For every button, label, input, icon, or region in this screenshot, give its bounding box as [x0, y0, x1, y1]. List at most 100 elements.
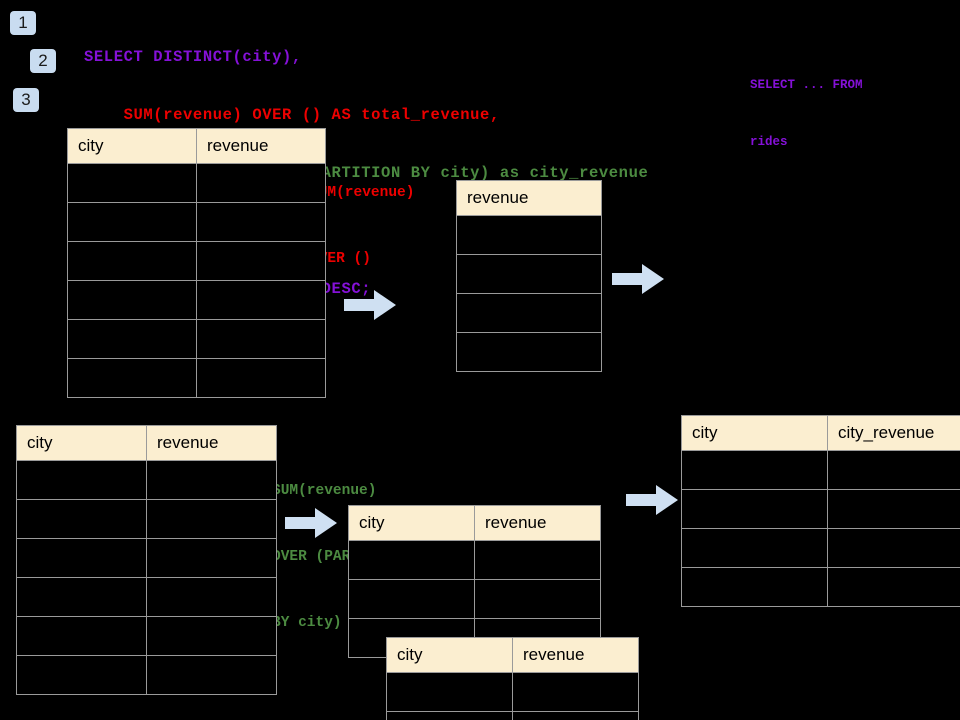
column-header-revenue: revenue	[196, 128, 326, 164]
table-header-row: city revenue	[16, 425, 277, 461]
table-row	[16, 460, 277, 500]
table-cell	[196, 319, 326, 359]
table-row	[456, 293, 602, 333]
column-header-city: city	[386, 637, 513, 673]
table-row	[16, 538, 277, 578]
annotation-partition: SUM(revenue) OVER (PARTITION BY city)	[272, 436, 403, 678]
table-cell	[456, 293, 602, 333]
side-note-select-from: SELECT ... FROM rides	[750, 38, 863, 190]
table-cell	[16, 577, 147, 617]
side-note-line-1: SELECT ... FROM	[750, 78, 863, 92]
table-row	[67, 241, 326, 281]
table-cell	[456, 254, 602, 294]
table-cell	[67, 280, 197, 320]
table-cell	[386, 711, 513, 720]
table-row	[681, 567, 960, 607]
table-cell	[681, 450, 828, 490]
step-badge-2: 2	[30, 49, 56, 73]
table-cell	[67, 241, 197, 281]
table-row	[456, 254, 602, 294]
table-header-row: revenue	[456, 180, 602, 216]
table-row	[681, 450, 960, 490]
table-cell	[146, 499, 277, 539]
table-cell	[196, 202, 326, 242]
column-header-city: city	[681, 415, 828, 451]
column-header-city: city	[16, 425, 147, 461]
column-header-city-revenue: city_revenue	[827, 415, 960, 451]
table-row	[348, 579, 601, 619]
table-header-row: city revenue	[386, 637, 639, 673]
table-rides-source-top: city revenue	[67, 128, 326, 398]
table-cell	[386, 672, 513, 712]
table-cell	[348, 579, 475, 619]
table-row	[681, 528, 960, 568]
column-header-revenue: revenue	[512, 637, 639, 673]
table-cell	[681, 528, 828, 568]
table-cell	[16, 538, 147, 578]
table-cell	[146, 577, 277, 617]
column-header-revenue: revenue	[456, 180, 602, 216]
table-cell	[681, 489, 828, 529]
table-cell	[456, 332, 602, 372]
arrow-source-to-total	[344, 290, 396, 320]
table-cell	[146, 655, 277, 695]
arrow-partition-to-final	[626, 485, 678, 515]
table-cell	[16, 499, 147, 539]
table-city-revenue-result: city city_revenue	[681, 415, 960, 607]
table-cell	[827, 528, 960, 568]
step-badge-3: 3	[13, 88, 39, 112]
table-cell	[67, 163, 197, 203]
table-cell	[474, 540, 601, 580]
table-cell	[474, 579, 601, 619]
arrow-total-to-right	[612, 264, 664, 294]
table-cell	[196, 241, 326, 281]
table-row	[16, 655, 277, 695]
table-row	[456, 215, 602, 255]
table-row	[67, 163, 326, 203]
table-total-revenue: revenue	[456, 180, 602, 372]
table-row	[681, 489, 960, 529]
column-header-city: city	[348, 505, 475, 541]
table-row	[16, 616, 277, 656]
table-header-row: city revenue	[348, 505, 601, 541]
table-row	[386, 711, 639, 720]
table-row	[456, 332, 602, 372]
column-header-revenue: revenue	[474, 505, 601, 541]
table-cell	[196, 163, 326, 203]
sql-line-2: SUM(revenue) OVER () AS total_revenue,	[84, 106, 500, 124]
table-cell	[456, 215, 602, 255]
table-cell	[16, 460, 147, 500]
column-header-city: city	[67, 128, 197, 164]
table-cell	[16, 655, 147, 695]
table-row	[67, 202, 326, 242]
table-cell	[146, 538, 277, 578]
table-cell	[67, 358, 197, 398]
table-cell	[16, 616, 147, 656]
step-badge-1: 1	[10, 11, 36, 35]
table-row	[386, 672, 639, 712]
table-partition-group-back: city revenue	[348, 505, 601, 658]
table-cell	[146, 460, 277, 500]
table-cell	[827, 567, 960, 607]
arrow-source-to-partition	[285, 508, 337, 538]
table-row	[67, 280, 326, 320]
annotation-over-empty-line-1: SUM(revenue)	[310, 185, 415, 201]
side-note-line-2: rides	[750, 135, 788, 149]
table-row	[16, 499, 277, 539]
column-header-revenue: revenue	[146, 425, 277, 461]
table-partition-group-front: city revenue	[386, 637, 639, 720]
table-cell	[146, 616, 277, 656]
table-row	[16, 577, 277, 617]
table-cell	[196, 358, 326, 398]
table-cell	[681, 567, 828, 607]
table-cell	[512, 711, 639, 720]
table-cell	[827, 489, 960, 529]
table-cell	[67, 319, 197, 359]
table-cell	[348, 540, 475, 580]
table-row	[67, 319, 326, 359]
table-cell	[196, 280, 326, 320]
table-rides-source-bottom: city revenue	[16, 425, 277, 695]
table-row	[67, 358, 326, 398]
table-cell	[512, 672, 639, 712]
